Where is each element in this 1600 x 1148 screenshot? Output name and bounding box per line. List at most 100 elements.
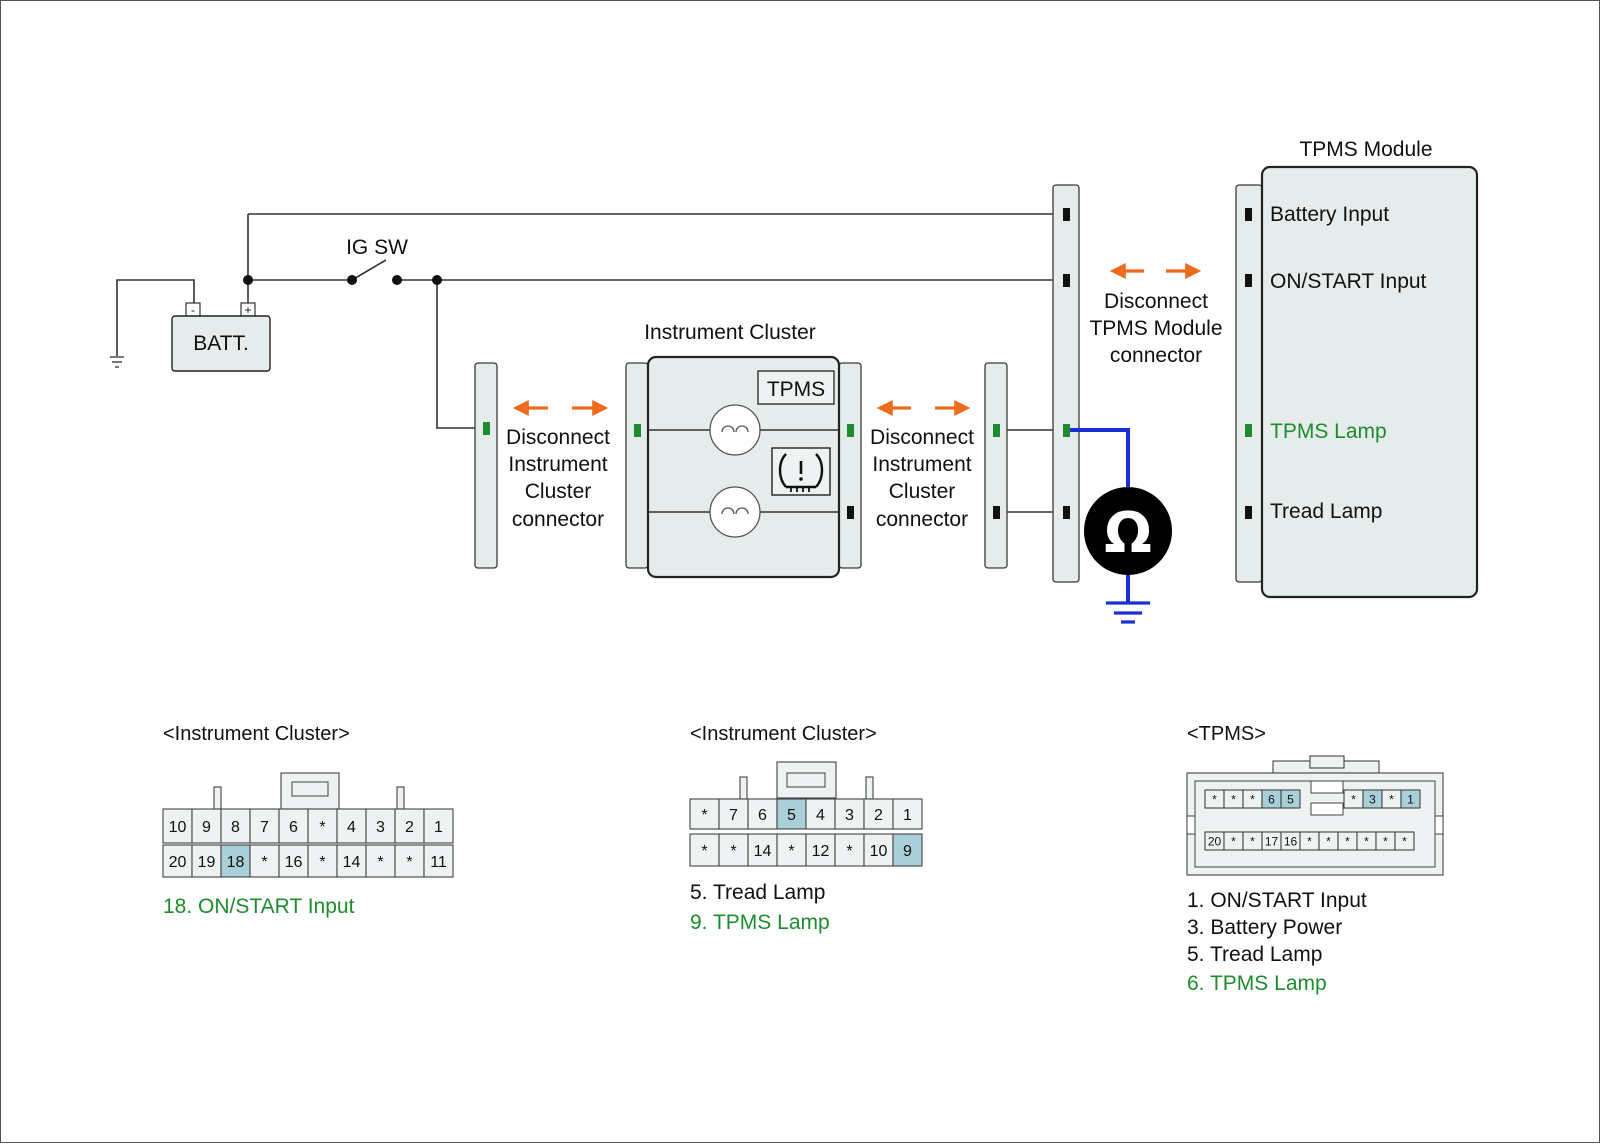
connector-b-row1-pin-label: * [701,807,707,824]
cluster-side-right [838,362,862,569]
battery-body [171,315,271,372]
connector-b-row2-pin-label: 9 [903,843,912,860]
connector-c-row1-left-pin-label: * [1231,792,1236,806]
connector-b-row1-pin-label: 4 [816,807,825,824]
connector-c-legend-2: 3. Battery Power [1187,916,1342,939]
junction-dots [243,275,442,285]
connector-b-row1-pin-label: 2 [874,807,883,824]
tpms-harness-connector [1052,184,1080,583]
module-pin-tread-lamp: Tread Lamp [1270,500,1382,523]
ig-switch-blade [351,259,387,281]
instrument-cluster-title: Instrument Cluster [644,321,816,344]
disconnect-label-left: Disconnect Instrument Cluster connector [506,426,610,531]
connector-a-row1-pin-label: * [319,819,325,836]
connector-a-row1-pin-label: 1 [434,819,443,836]
connector-b-row2-cell [892,833,923,867]
connector-c-row2-pin-label: * [1250,834,1255,848]
connector-a-row2-pin-label: 19 [198,854,216,871]
connector-b-row2-cell [747,833,778,867]
cluster-feed-wire [436,280,486,429]
connector-b-row2-pin-label: 10 [870,843,888,860]
connector-c-row1-left-cell [1280,789,1301,809]
connector-a-row2-cell [336,844,367,878]
connector-c-legend-4: 6. TPMS Lamp [1187,972,1327,995]
connector-a-row1-pin-label: 8 [231,819,240,836]
connector-c-legend-3: 5. Tread Lamp [1187,943,1322,966]
connector-a-row1-pin-label: 4 [347,819,356,836]
connector-c-row2-pin-label: 17 [1265,834,1279,848]
connector-c-row2-pin-label: * [1307,834,1312,848]
connector-a-row2-cell [423,844,454,878]
connector-b-row1-pin-label: 5 [787,807,796,824]
connector-b-row2-pin-label: 14 [754,843,772,860]
connector-a-row2-pin-label: 18 [227,854,245,871]
disconnect-right-line2: TPMS Module [1089,317,1222,340]
connector-b-row2-pin-label: 12 [812,843,830,860]
disconnect-right-line1: Disconnect [1104,290,1208,313]
ground-symbol [110,356,124,368]
connector-b-row1-pin-label: 1 [903,807,912,824]
connector-a-row1-pin-label: 2 [405,819,414,836]
connector-b-row1-cell [863,798,894,830]
connector-a-row1-pin-label: 7 [260,819,269,836]
connector-a-row1-cell [365,808,396,844]
connector-b-row2-pin-label: * [730,843,736,860]
connector-c-row2-pin-label: 20 [1208,834,1222,848]
meter-ground-icon [1106,601,1150,624]
connector-b-legend-2: 9. TPMS Lamp [690,911,830,934]
disconnect-left-line4: connector [512,508,604,531]
connector-a-row2-cell [307,844,338,878]
connector-a-row1-cell [423,808,454,844]
connector-c-row2-pin-label: 16 [1284,834,1298,848]
connector-a-row1-cell [336,808,367,844]
ohmmeter-symbol: Ω [1104,501,1152,566]
connector-c-row1-right-pin-label: * [1351,792,1356,806]
connector-c-row2-cell [1394,831,1415,851]
connector-a-row1-cell [162,808,193,844]
tpms-lamp-bulb-icon [709,404,761,456]
connector-b-row1-cell [718,798,749,830]
connector-a-legend-1: 18. ON/START Input [163,895,355,918]
connector-a-row1-pin-label: 6 [289,819,298,836]
connector-a-row2-cell [394,844,425,878]
connector-c-row1-left-pin-label: * [1212,792,1217,806]
cluster-tpms-badge-text: TPMS [767,378,825,401]
connector-c-row2-pin-label: * [1383,834,1388,848]
connector-b-row2-pin-label: * [788,843,794,860]
tpms-module-connector [1235,184,1263,583]
tpms-module-box [1260,165,1479,599]
connector-b-legend-1: 5. Tread Lamp [690,881,825,904]
connector-a-row2-pin-label: 14 [343,854,361,871]
disconnect-right-line3: connector [1110,344,1202,367]
cluster-connector-right [984,362,1008,569]
connector-c-row1-left-pin-label: * [1250,792,1255,806]
ohmmeter-measurement: Ω [1070,428,1172,624]
connector-c-legend-1: 1. ON/START Input [1187,889,1367,912]
disconnect-label-middle: Disconnect Instrument Cluster connector [870,426,974,531]
connector-a-title: <Instrument Cluster> [163,723,350,745]
module-pin-tpms-lamp: TPMS Lamp [1270,420,1387,443]
connector-b-row1-pin-label: 3 [845,807,854,824]
battery-ground-wire [116,279,195,356]
connector-c-row1-right-cell [1400,789,1421,809]
connector-c-row1-right-pin-label: 3 [1369,792,1376,806]
connector-c-row2-pin-label: * [1326,834,1331,848]
connector-a-row2-cell [249,844,280,878]
cluster-connector-left [474,362,498,569]
connector-b-row2-cell [689,833,720,867]
instrument-cluster-box [646,355,841,579]
battery: - + BATT. [171,302,271,372]
connector-b-row2-pin-label: * [701,843,707,860]
connector-c-row1-right-pin-label: 1 [1407,792,1414,806]
disconnect-mid-line4: connector [876,508,968,531]
connector-a-row2-pin-label: 20 [169,854,187,871]
connector-b-row1-cell [689,798,720,830]
cluster-side-left [625,362,649,569]
disconnect-mid-line2: Instrument [872,453,971,476]
tpms-module-title: TPMS Module [1299,138,1432,161]
connector-a-row1-cell [307,808,338,844]
connector-a-row2-pin-label: * [377,854,383,871]
